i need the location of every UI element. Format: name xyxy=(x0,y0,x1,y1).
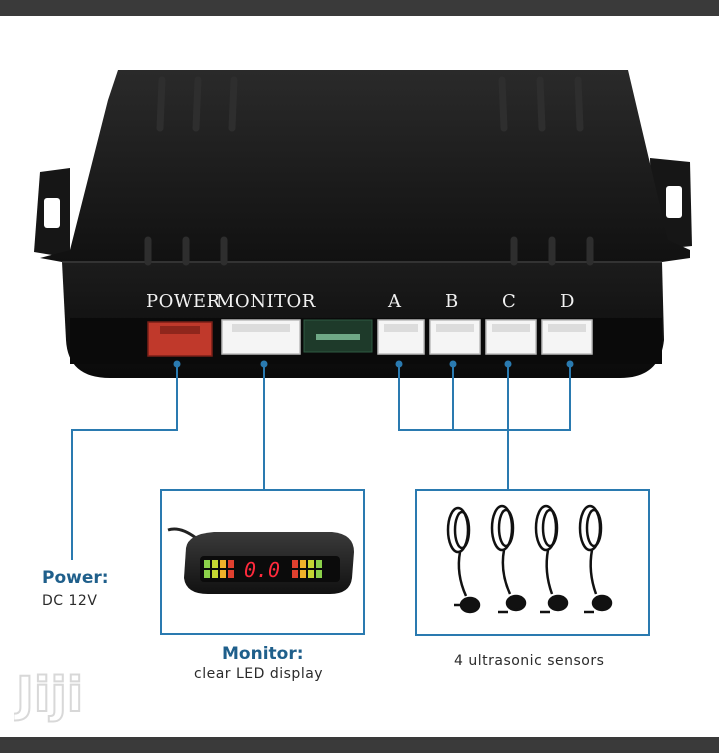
power-callout-sub: DC 12V xyxy=(42,593,98,609)
sensor-3 xyxy=(534,504,569,614)
monitor-callout-sub: clear LED display xyxy=(194,666,324,682)
power-connector xyxy=(147,321,213,357)
callout-lines xyxy=(71,366,571,560)
power-callout-title: Power: xyxy=(42,568,109,588)
port-label-c: C xyxy=(502,291,517,312)
port-label-power: POWER xyxy=(146,291,221,312)
led-display-unit: 0.0 xyxy=(167,527,354,594)
port-label-monitor: MONITOR xyxy=(216,291,316,312)
monitor-connector xyxy=(221,319,301,355)
monitor-callout-title: Monitor: xyxy=(222,644,304,664)
top-frame-bar xyxy=(0,0,719,16)
jiji-watermark-logo: Jiji xyxy=(14,666,84,724)
sensor-1 xyxy=(446,506,481,614)
sensor-d-connector xyxy=(541,319,593,355)
sensor-c-connector xyxy=(485,319,537,355)
svg-text:Jiji: Jiji xyxy=(14,667,83,723)
sensor-a-connector xyxy=(377,319,425,355)
left-mounting-tab xyxy=(34,168,70,258)
bottom-frame-bar xyxy=(0,737,719,753)
display-readout: 0.0 xyxy=(244,558,280,582)
sensors-callout-box xyxy=(415,489,650,636)
sensors-callout-sub: 4 ultrasonic sensors xyxy=(454,653,605,669)
sensor-4 xyxy=(578,504,613,614)
callout-dots xyxy=(173,360,574,368)
spare-connector xyxy=(303,319,373,353)
ultrasonic-sensors xyxy=(446,504,613,614)
port-label-a: A xyxy=(388,291,402,312)
sensor-b-connector xyxy=(429,319,481,355)
sensor-2 xyxy=(490,504,527,614)
port-label-d: D xyxy=(560,291,575,312)
monitor-callout-box xyxy=(160,489,365,635)
port-label-b: B xyxy=(445,291,459,312)
